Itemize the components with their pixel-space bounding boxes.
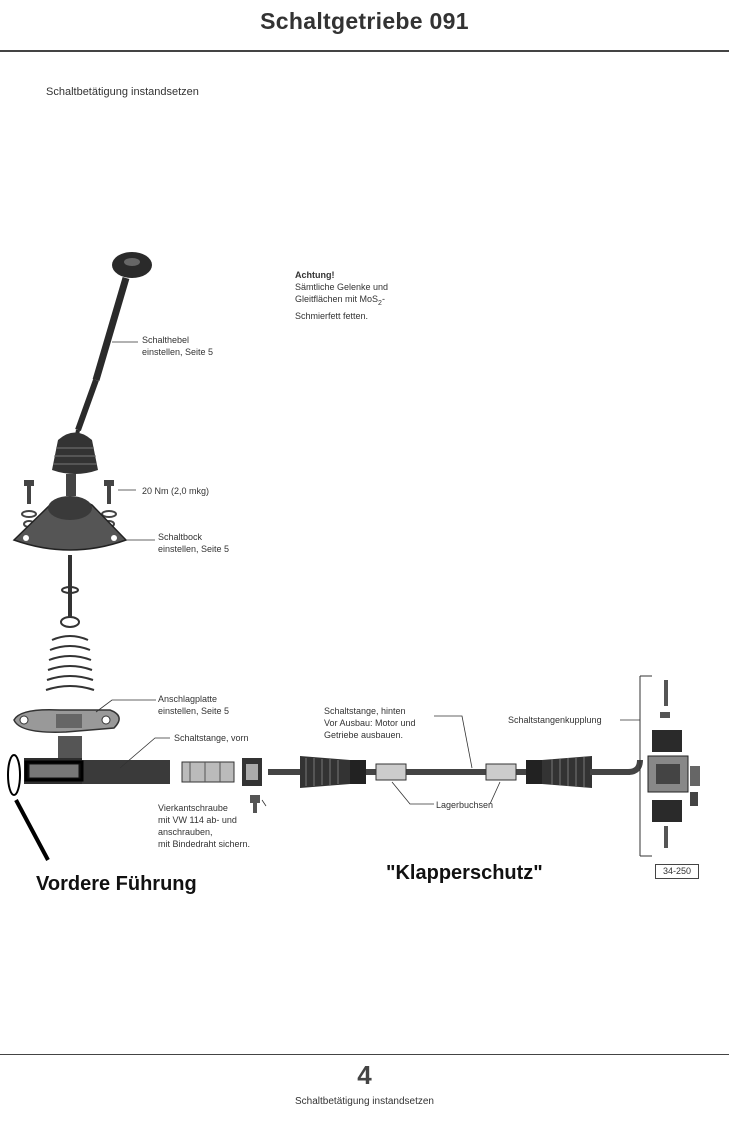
note-line3: Schmierfett fetten. <box>295 310 369 321</box>
note-heading: Achtung! <box>295 270 335 280</box>
pointer-line <box>14 799 50 861</box>
front-guide-marker <box>7 754 21 796</box>
stop-plate <box>13 708 120 733</box>
annotation-vordere-fuehrung: Vordere Führung <box>36 873 197 895</box>
label-kupplung: Schaltstangenkupplung <box>508 715 602 725</box>
section-title: Schaltbetätigung instandsetzen <box>46 86 199 98</box>
coupling-assembly <box>639 675 700 857</box>
label-torque: 20 Nm (2,0 mkg) <box>142 486 210 496</box>
annotation-klapperschutz: "Klapperschutz" <box>386 862 543 884</box>
front-shift-rod <box>82 760 170 784</box>
label-lagerbuchsen: Lagerbuchsen <box>436 800 494 810</box>
front-guide-block <box>24 736 82 784</box>
rear-shift-rod <box>268 756 643 788</box>
note-line1: Sämtliche Gelenke und <box>295 282 389 292</box>
bolt-icons <box>21 480 117 528</box>
shift-housing <box>12 496 128 551</box>
square-screw-icon <box>250 795 260 813</box>
leader-lines <box>95 341 640 807</box>
figure-id: 34-250 <box>655 864 699 879</box>
footer-rule <box>0 1054 729 1055</box>
label-schaltstange-vorn: Schaltstange, vorn <box>174 733 249 743</box>
lever-boot <box>52 432 98 496</box>
knob-icon <box>112 252 152 278</box>
rod-sleeve <box>181 761 235 783</box>
note-box: Achtung! Sämtliche Gelenke und Gleitfläc… <box>295 269 388 322</box>
note-line2: Gleitflächen mit MoS2- <box>295 294 385 307</box>
page-title: Schaltgetriebe 091 <box>260 8 469 34</box>
header-rule <box>0 50 729 52</box>
spring-assembly <box>45 555 95 691</box>
page-number: 4 <box>357 1060 372 1090</box>
highlight-box <box>24 760 84 782</box>
footer-caption: Schaltbetätigung instandsetzen <box>295 1096 434 1107</box>
